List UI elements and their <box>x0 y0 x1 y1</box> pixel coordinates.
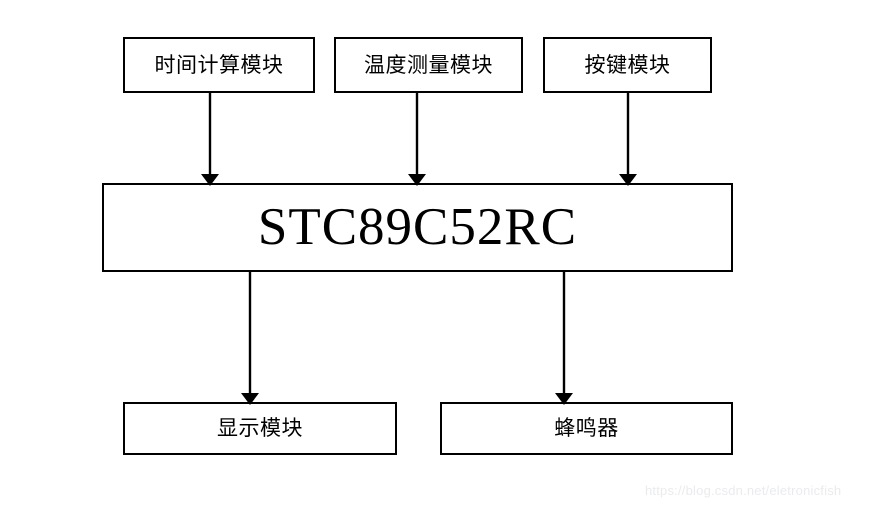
node-label-key-module: 按键模块 <box>584 52 671 77</box>
node-time-module: 时间计算模块 <box>123 37 315 93</box>
arrow-key-module-to-mcu <box>619 93 637 186</box>
node-label-mcu: STC89C52RC <box>257 198 578 256</box>
node-display-module: 显示模块 <box>123 402 397 455</box>
arrow-mcu-to-display-module <box>241 272 259 405</box>
arrow-time-module-to-mcu <box>201 93 219 186</box>
node-key-module: 按键模块 <box>543 37 712 93</box>
node-label-display-module: 显示模块 <box>217 416 303 440</box>
arrow-temperature-module-to-mcu <box>408 93 426 186</box>
node-temperature-module: 温度测量模块 <box>334 37 523 93</box>
node-label-temperature-module: 温度测量模块 <box>364 52 493 77</box>
node-label-buzzer-module: 蜂鸣器 <box>554 416 619 440</box>
node-label-time-module: 时间计算模块 <box>154 52 284 77</box>
node-buzzer-module: 蜂鸣器 <box>440 402 733 455</box>
arrow-mcu-to-buzzer-module <box>555 272 573 405</box>
watermark-text: https://blog.csdn.net/eletronicfish <box>645 483 842 498</box>
node-mcu: STC89C52RC <box>102 183 733 272</box>
